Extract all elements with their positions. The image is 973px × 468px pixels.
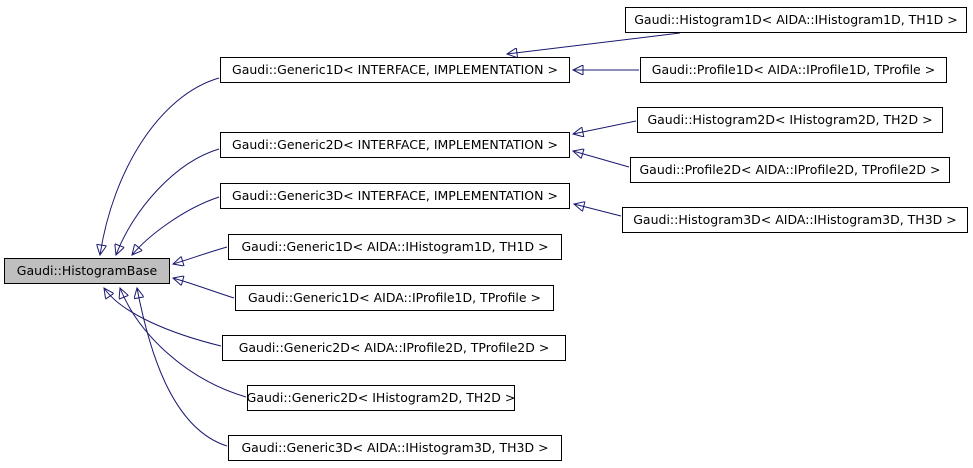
edge-profile2d-to-generic2d bbox=[573, 151, 630, 168]
node-profile1d[interactable]: Gaudi::Profile1D< AIDA::IProfile1D, TPro… bbox=[640, 57, 947, 83]
edge-histogram1d-to-generic1d bbox=[507, 32, 681, 54]
node-histogram1d[interactable]: Gaudi::Histogram1D< AIDA::IHistogram1D, … bbox=[625, 7, 967, 33]
node-generic1d-ihistogram1d[interactable]: Gaudi::Generic1D< AIDA::IHistogram1D, TH… bbox=[228, 234, 562, 260]
node-histogram3d[interactable]: Gaudi::Histogram3D< AIDA::IHistogram3D, … bbox=[622, 207, 968, 233]
edge-generic2d-iprofile2d-to-base bbox=[104, 288, 222, 347]
edge-generic1d-iprofile1d-to-base bbox=[173, 278, 235, 299]
node-histogram2d[interactable]: Gaudi::Histogram2D< IHistogram2D, TH2D > bbox=[637, 107, 943, 133]
node-generic3d-ihistogram3d[interactable]: Gaudi::Generic3D< AIDA::IHistogram3D, TH… bbox=[228, 435, 562, 461]
edge-generic1d-template-to-base bbox=[100, 77, 220, 255]
node-gaudi-histogrambase[interactable]: Gaudi::HistogramBase bbox=[4, 258, 170, 284]
node-generic2d-iprofile2d[interactable]: Gaudi::Generic2D< AIDA::IProfile2D, TPro… bbox=[222, 335, 566, 361]
edge-generic3d-template-to-base bbox=[132, 196, 220, 255]
node-generic2d-ihistogram2d[interactable]: Gaudi::Generic2D< IHistogram2D, TH2D > bbox=[247, 385, 515, 411]
node-profile2d[interactable]: Gaudi::Profile2D< AIDA::IProfile2D, TPro… bbox=[630, 157, 950, 183]
node-generic3d-template[interactable]: Gaudi::Generic3D< INTERFACE, IMPLEMENTAT… bbox=[220, 183, 570, 209]
node-generic1d-iprofile1d[interactable]: Gaudi::Generic1D< AIDA::IProfile1D, TPro… bbox=[235, 285, 554, 311]
edge-generic1d-ihistogram1d-to-base bbox=[173, 246, 228, 264]
edge-generic3d-ihistogram3d-to-base bbox=[137, 288, 228, 447]
node-generic1d-template[interactable]: Gaudi::Generic1D< INTERFACE, IMPLEMENTAT… bbox=[220, 57, 570, 83]
edge-generic2d-template-to-base bbox=[116, 148, 220, 255]
edge-histogram3d-to-generic3d bbox=[574, 204, 622, 217]
edge-histogram2d-to-generic2d bbox=[573, 120, 637, 134]
node-generic2d-template[interactable]: Gaudi::Generic2D< INTERFACE, IMPLEMENTAT… bbox=[220, 132, 570, 158]
